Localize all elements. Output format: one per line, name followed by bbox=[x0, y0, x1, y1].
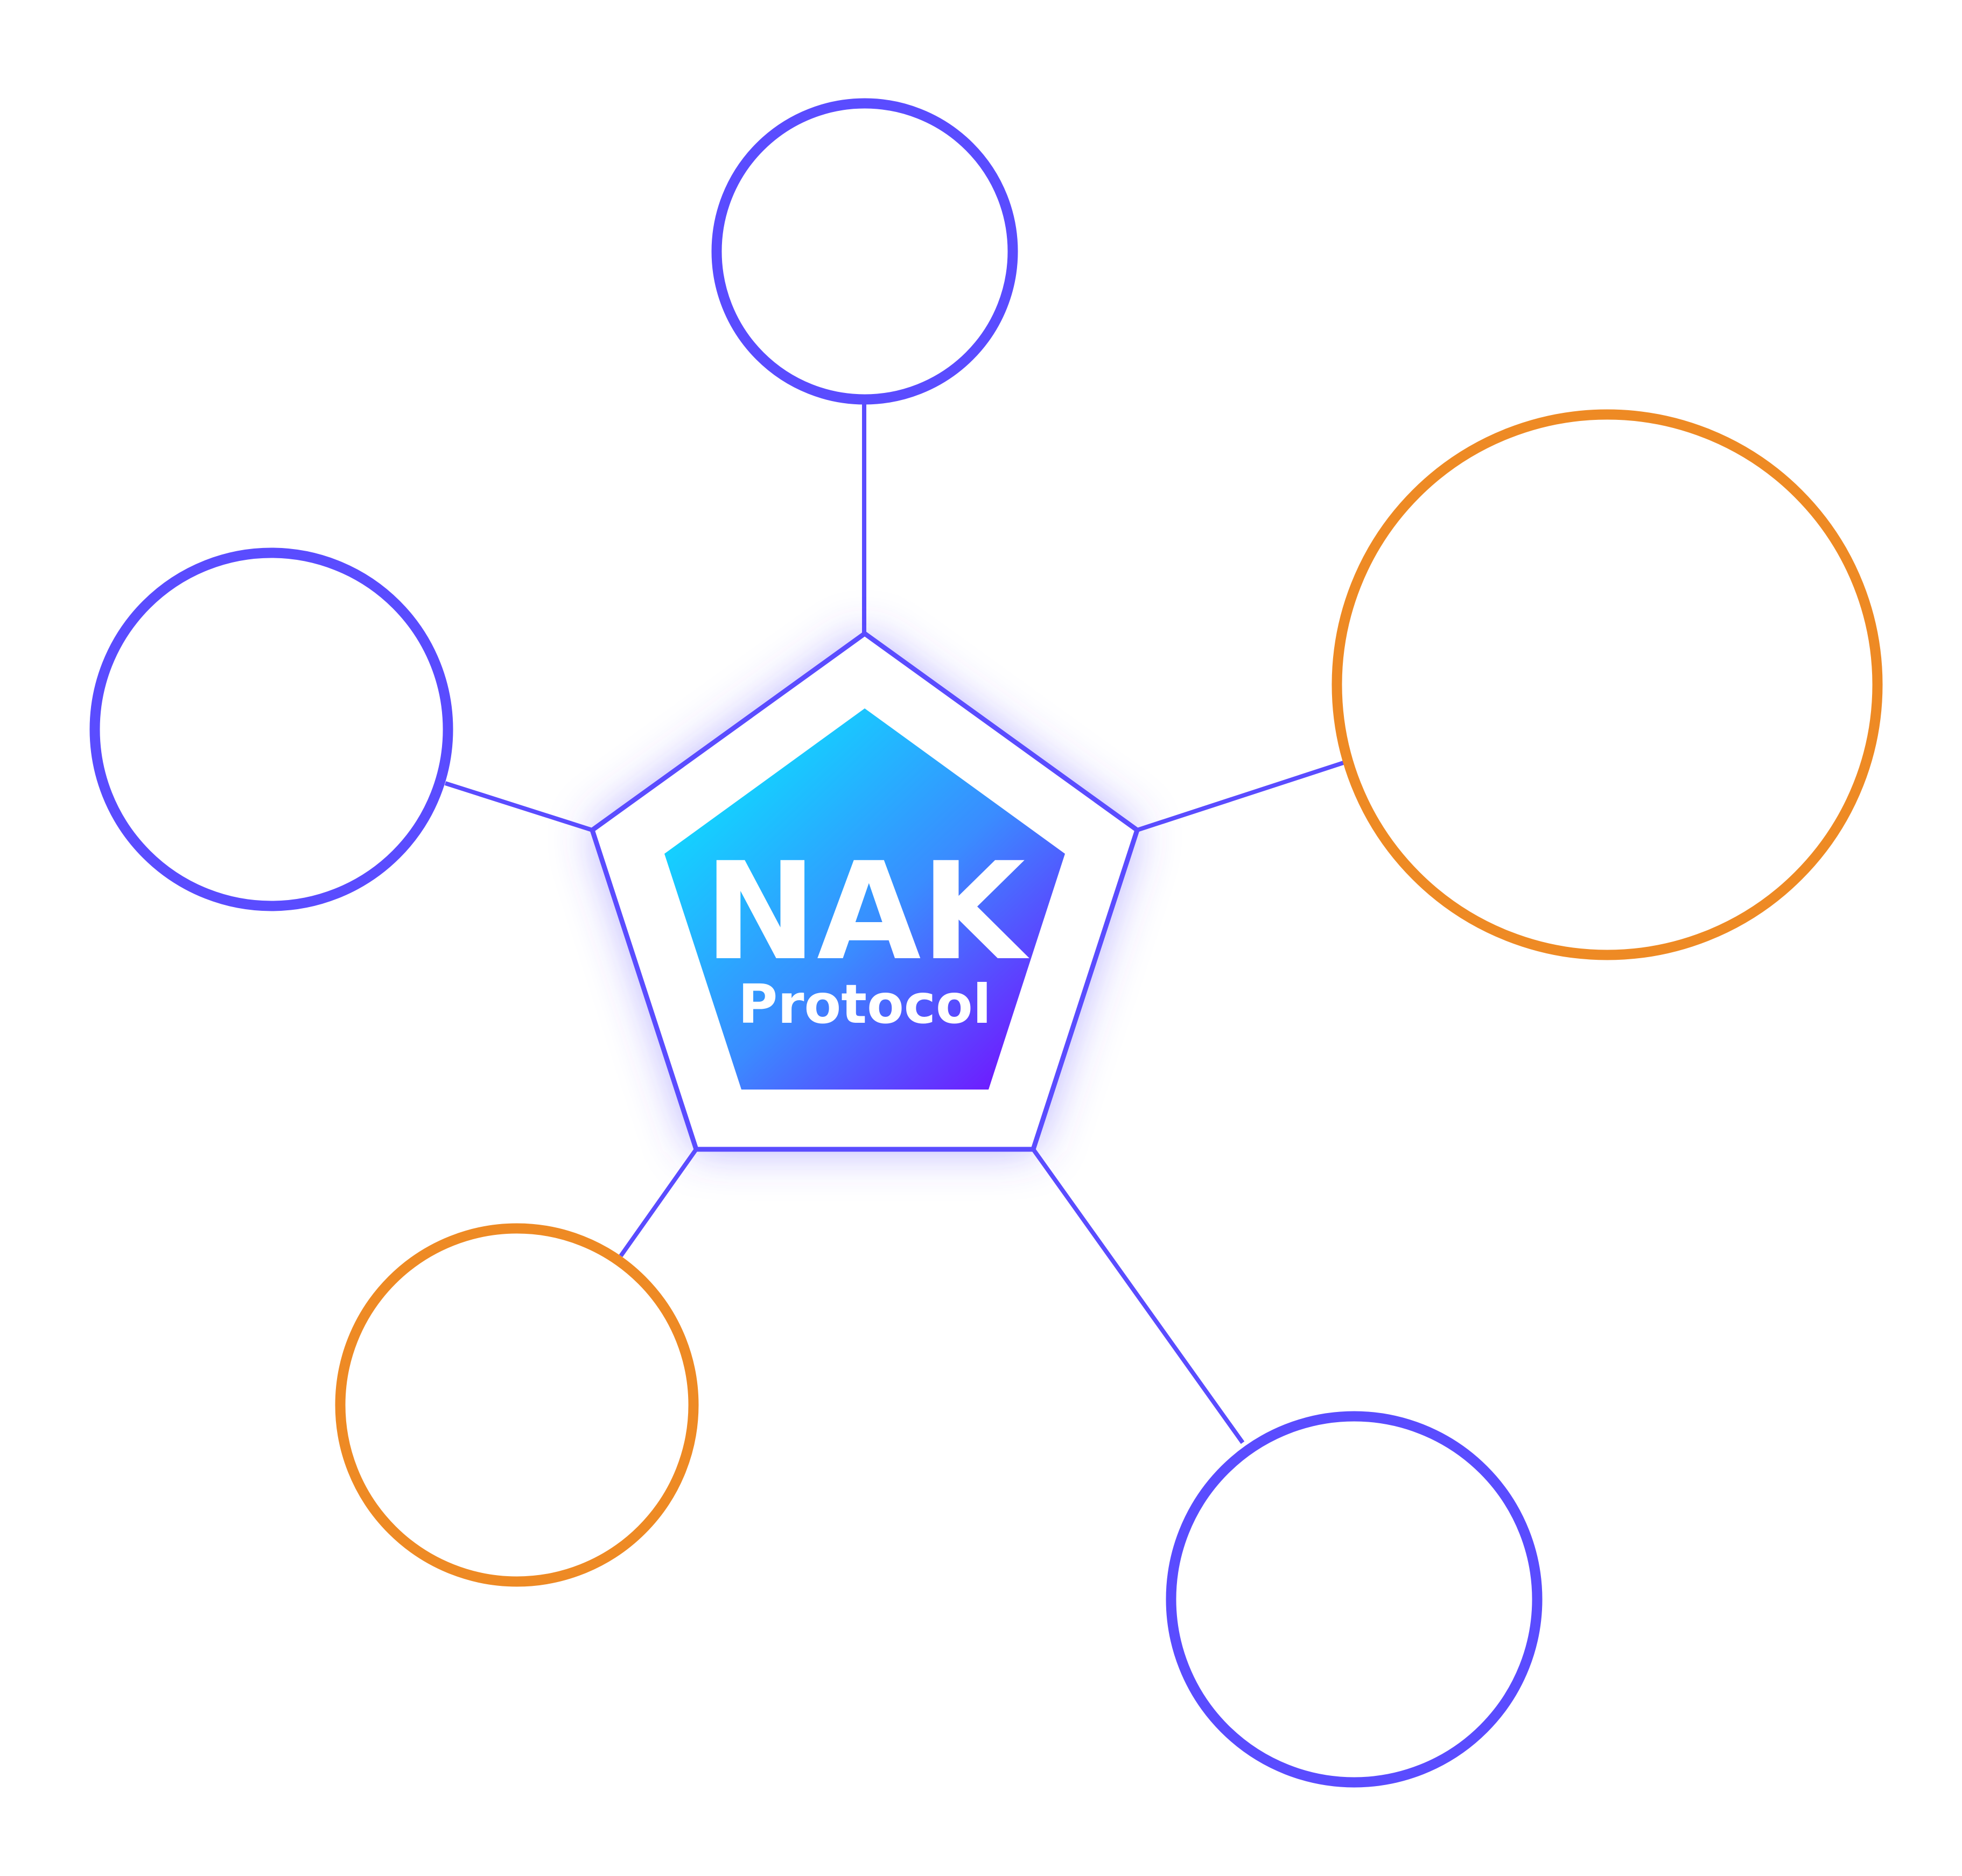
satellite-nodes bbox=[89, 98, 1883, 1788]
node-right[interactable] bbox=[1332, 409, 1883, 960]
node-top[interactable] bbox=[711, 98, 1018, 405]
hub-subtitle: Protocol bbox=[738, 973, 991, 1036]
connector-bottom-right bbox=[1031, 1148, 1245, 1444]
connector-left bbox=[444, 781, 593, 832]
hub-inner-pentagon bbox=[664, 708, 1065, 1090]
connector-bottom-left bbox=[619, 1148, 698, 1257]
node-bottom-right[interactable] bbox=[1166, 1411, 1543, 1788]
node-bottom-left[interactable] bbox=[335, 1223, 699, 1587]
connector-right bbox=[1136, 761, 1344, 832]
node-left[interactable] bbox=[89, 547, 453, 911]
connector-lines bbox=[444, 401, 1344, 1444]
hub-title: NAK bbox=[704, 833, 1030, 990]
